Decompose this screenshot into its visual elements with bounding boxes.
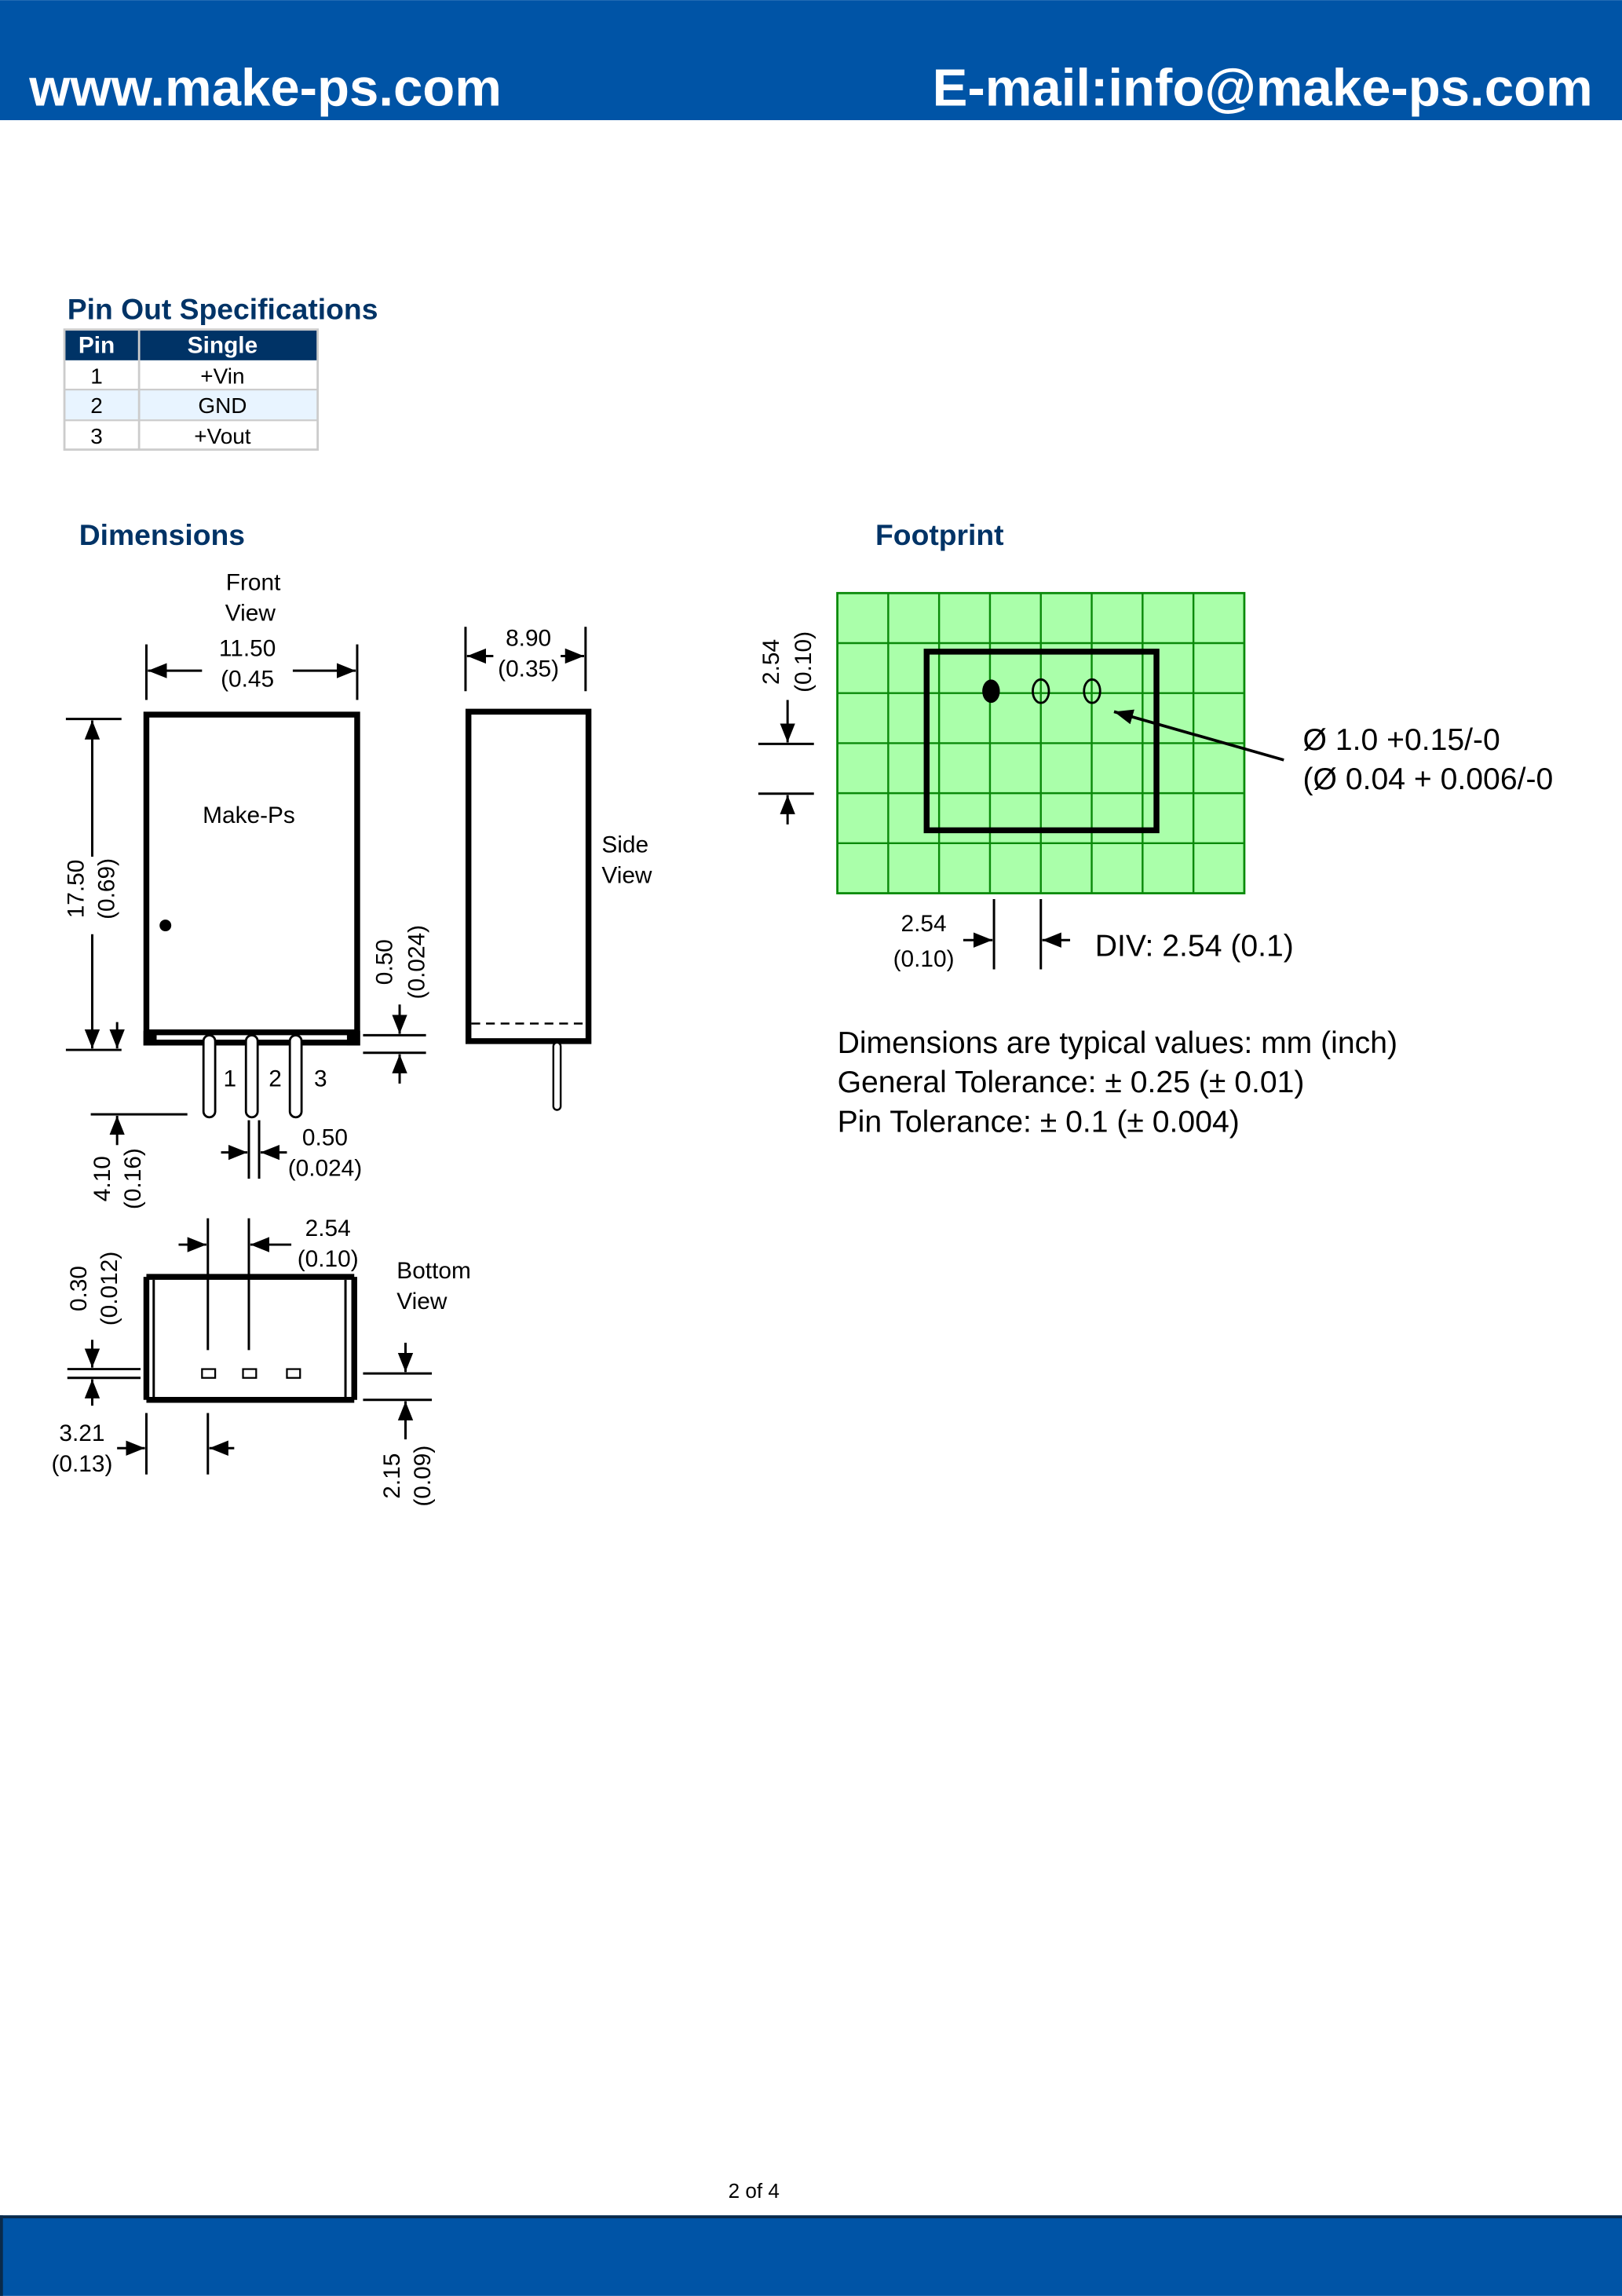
bottom-view-drawing: 2.54 (0.10) Bottom View 0.30 (0.012) 3.2… bbox=[51, 1216, 470, 1507]
footprint-grid bbox=[837, 593, 1244, 894]
pin-label: 3 bbox=[314, 1066, 327, 1092]
hole-pin2 bbox=[1032, 678, 1050, 704]
edge-offset-inch: (0.13) bbox=[51, 1451, 112, 1477]
pin-thickness-inch: (0.012) bbox=[97, 1252, 122, 1326]
horizontal-pitch-mm: 2.54 bbox=[901, 911, 947, 937]
front-view-drawing: Front View 11.50 (0.45 Make-Ps 1 2 3 17.… bbox=[63, 570, 429, 1210]
cell-pin: 3 bbox=[90, 424, 103, 448]
footprint-drawing: Ø 1.0 +0.15/-0 (Ø 0.04 + 0.006/-0 2.54 (… bbox=[758, 591, 1554, 972]
pitch-mm: 2.54 bbox=[305, 1216, 351, 1241]
hole-diameter-inch: (Ø 0.04 + 0.006/-0 bbox=[1303, 762, 1554, 796]
edge-offset-mm: 3.21 bbox=[59, 1420, 104, 1446]
note-general-tolerance: General Tolerance: ± 0.25 (± 0.01) bbox=[838, 1066, 1305, 1099]
column-header-pin: Pin bbox=[79, 333, 115, 359]
front-view-label: Front bbox=[226, 570, 281, 596]
header-bar: www.make-ps.com E-mail:info@make-ps.com bbox=[0, 0, 1622, 121]
email-link[interactable]: E-mail:info@make-ps.com bbox=[933, 58, 1593, 117]
cell-function: +Vin bbox=[200, 364, 244, 389]
column-header-single: Single bbox=[188, 333, 258, 359]
pitch-inch: (0.10) bbox=[298, 1246, 359, 1272]
bottom-view-label: View bbox=[396, 1289, 448, 1314]
front-view-label: View bbox=[225, 601, 276, 627]
width-inch: (0.45 bbox=[221, 667, 274, 693]
cell-function: +Vout bbox=[194, 424, 251, 448]
standoff-inch: (0.024) bbox=[404, 925, 430, 1000]
hole-pin1 bbox=[982, 679, 1000, 704]
pin-row-offset-mm: 2.15 bbox=[379, 1453, 405, 1499]
pin-length-inch: (0.16) bbox=[120, 1148, 146, 1209]
pin-width-mm: 0.50 bbox=[302, 1124, 348, 1150]
pin-thickness-mm: 0.30 bbox=[66, 1266, 92, 1311]
hole-diameter-mm: Ø 1.0 +0.15/-0 bbox=[1303, 723, 1500, 757]
note-units: Dimensions are typical values: mm (inch) bbox=[838, 1026, 1397, 1060]
hole-pin3 bbox=[1083, 678, 1101, 704]
side-view-label: Side bbox=[601, 832, 648, 857]
cell-pin: 1 bbox=[90, 364, 103, 389]
height-mm: 17.50 bbox=[63, 860, 89, 919]
cell-pin: 2 bbox=[90, 393, 103, 418]
pinout-table: Pin Single 1 +Vin 2 GND 3 +Vout bbox=[63, 328, 320, 451]
width-mm: 11.50 bbox=[219, 635, 276, 661]
depth-mm: 8.90 bbox=[506, 625, 551, 651]
vertical-pitch-inch: (0.10) bbox=[791, 631, 816, 693]
brand-label: Make-Ps bbox=[203, 803, 295, 828]
note-pin-tolerance: Pin Tolerance: ± 0.1 (± 0.004) bbox=[838, 1105, 1240, 1139]
side-view-drawing: 8.90 (0.35) Side View bbox=[464, 625, 652, 1111]
pin-length-mm: 4.10 bbox=[90, 1156, 115, 1201]
cell-function: GND bbox=[198, 393, 247, 418]
pin-width-inch: (0.024) bbox=[288, 1155, 363, 1181]
pinout-title: Pin Out Specifications bbox=[68, 293, 378, 326]
horizontal-pitch-inch: (0.10) bbox=[893, 946, 955, 972]
footprint-title: Footprint bbox=[875, 518, 1004, 551]
footer-bar bbox=[0, 2215, 1622, 2296]
depth-inch: (0.35) bbox=[498, 656, 559, 682]
website-link[interactable]: www.make-ps.com bbox=[28, 58, 502, 117]
bottom-view-label: Bottom bbox=[396, 1258, 470, 1284]
vertical-pitch-mm: 2.54 bbox=[758, 639, 784, 685]
dimension-notes: Dimensions are typical values: mm (inch)… bbox=[838, 1026, 1397, 1139]
height-inch: (0.69) bbox=[93, 858, 119, 919]
grid-division-label: DIV: 2.54 (0.1) bbox=[1095, 930, 1294, 963]
pin-row-offset-inch: (0.09) bbox=[410, 1446, 436, 1507]
page-number: 2 of 4 bbox=[729, 2179, 780, 2203]
standoff-mm: 0.50 bbox=[372, 939, 398, 985]
pin-label: 2 bbox=[269, 1066, 282, 1092]
side-view-label: View bbox=[601, 863, 652, 889]
pin-label: 1 bbox=[223, 1066, 236, 1092]
dimensions-title: Dimensions bbox=[79, 518, 245, 551]
